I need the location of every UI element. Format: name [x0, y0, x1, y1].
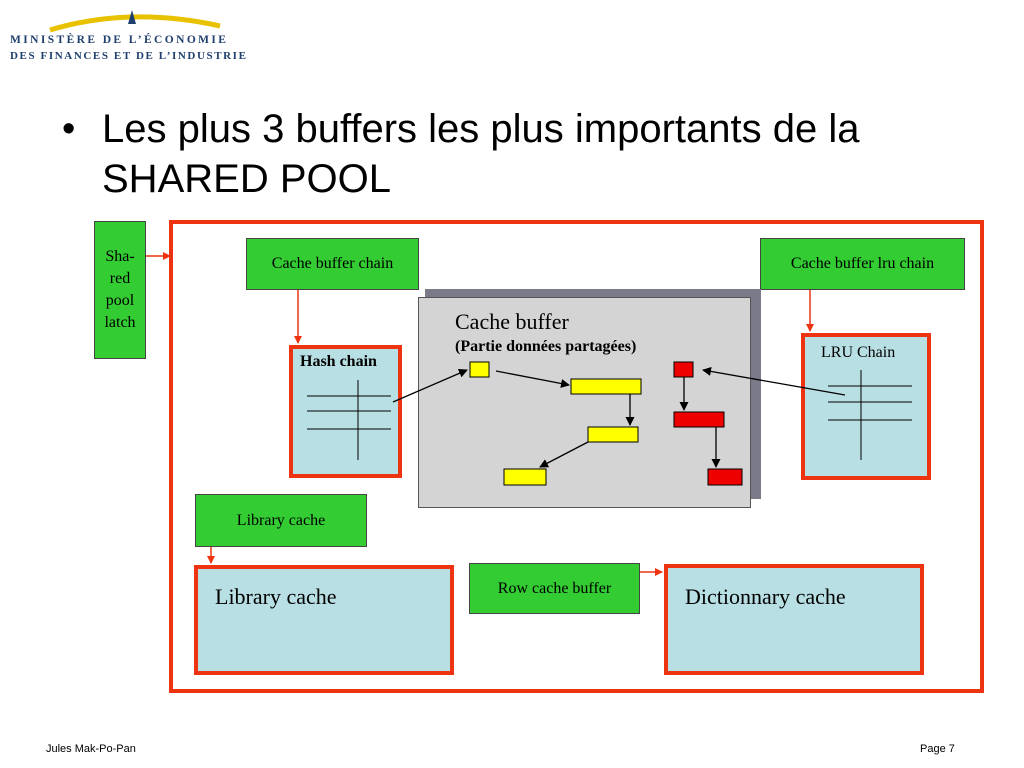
row-cache-buffer-box: Row cache buffer [469, 563, 640, 614]
red-block-1 [673, 361, 694, 378]
bullet-icon: • [62, 108, 76, 150]
shared-pool-frame [169, 220, 984, 693]
cache-buffer-subtitle: (Partie données partagées) [455, 338, 637, 355]
dictionnary-cache-label: Dictionnary cache [685, 584, 846, 609]
latch-text-1: Sha- [105, 248, 135, 265]
latch-text-2: red [109, 270, 131, 287]
ministry-logo [49, 10, 221, 33]
slide-title-line1: Les plus 3 buffers les plus importants d… [102, 107, 860, 151]
yellow-1-to-2-arrow [495, 370, 570, 388]
library-cache-label: Library cache [215, 584, 337, 609]
logo-text-line1: MINISTÈRE DE L’ÉCONOMIE [10, 34, 229, 46]
red-block-3 [707, 468, 743, 486]
yellow-block-4 [503, 468, 547, 486]
footer-author: Jules Mak-Po-Pan [46, 743, 136, 755]
yellow-block-2 [570, 378, 642, 395]
lru-to-red-arrow [702, 366, 846, 396]
library-cache-box [194, 565, 454, 675]
dictionnary-cache-box [664, 564, 924, 675]
red-block-2 [673, 411, 725, 428]
slide-title-line2: SHARED POOL [102, 157, 391, 201]
logo-text-line2: DES FINANCES ET DE L’INDUSTRIE [10, 50, 248, 62]
slide-title: Les plus 3 buffers les plus importants d… [102, 104, 1002, 204]
cache-buffer-title: Cache buffer [455, 309, 569, 334]
shared-pool-latch-box: Sha- red pool latch [94, 221, 146, 359]
latch-text-3: pool [105, 292, 135, 309]
yellow-block-3 [587, 426, 639, 443]
hash-to-yellow-arrow [392, 369, 468, 403]
cache-buffer-chain-box: Cache buffer chain [246, 238, 419, 290]
footer-page-number: Page 7 [920, 743, 955, 755]
latch-text-4: latch [104, 314, 136, 331]
yellow-block-1 [469, 361, 490, 378]
hash-chain-label: Hash chain [300, 353, 377, 370]
hash-chain-structure [307, 380, 391, 460]
cache-buffer-lru-chain-box: Cache buffer lru chain [760, 238, 965, 290]
lru-chain-structure [828, 370, 912, 460]
library-cache-latch-box: Library cache [195, 494, 367, 547]
lru-chain-box [801, 333, 931, 480]
lru-chain-label: LRU Chain [821, 344, 896, 361]
yellow-3-to-4-arrow [539, 441, 589, 468]
cache-buffer-box [418, 297, 751, 508]
